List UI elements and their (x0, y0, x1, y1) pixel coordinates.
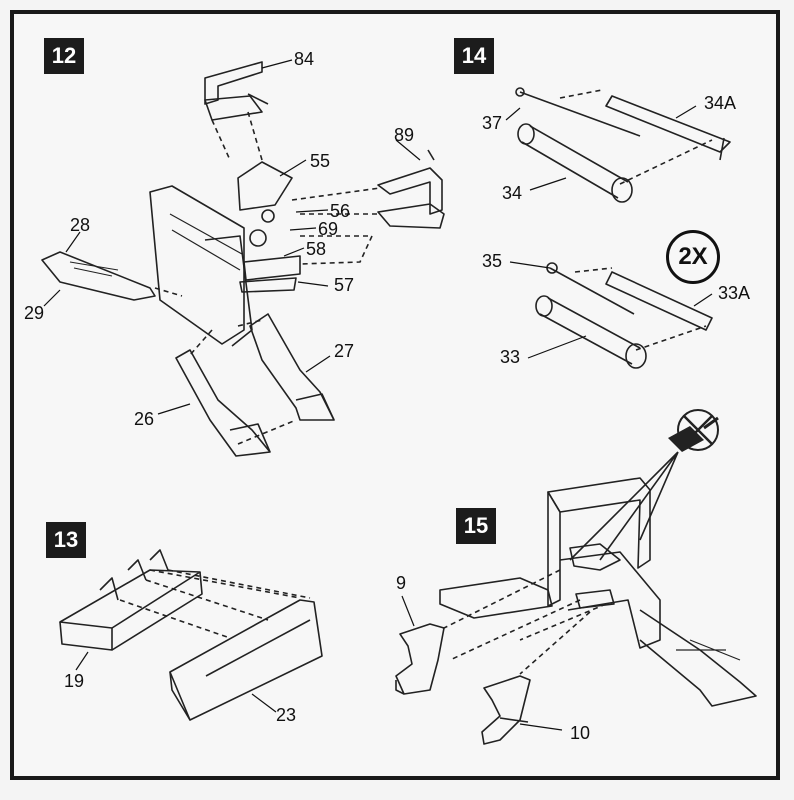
step13-drawing (59, 549, 323, 721)
leader-lines (43, 59, 713, 731)
part-number-label: 27 (334, 341, 355, 361)
part-number-label: 33A (718, 283, 751, 303)
step-number-badge: 12 (44, 38, 84, 74)
part-number-label: 9 (396, 573, 407, 593)
part-number-label: 29 (24, 303, 45, 323)
part-number-label: 69 (318, 219, 339, 239)
part-number-label: 89 (394, 125, 415, 145)
quantity-multiplier-badge: 2X (666, 230, 720, 284)
part-number-label: 19 (64, 671, 85, 691)
part-number-label: 37 (482, 113, 503, 133)
part-number-label: 10 (570, 723, 591, 743)
step-number-badge: 14 (454, 38, 494, 74)
step15-drawing (395, 451, 757, 745)
part-number-label: 57 (334, 275, 355, 295)
part-number-label: 55 (310, 151, 331, 171)
part-number-label: 34 (502, 183, 523, 203)
part-number-label: 34A (704, 93, 737, 113)
step14-drawing (515, 87, 731, 369)
no-glue-icon (668, 409, 719, 452)
part-number-label: 35 (482, 251, 503, 271)
step12-drawing (41, 61, 445, 457)
part-number-label: 56 (330, 201, 351, 221)
step-number-badge: 15 (456, 508, 496, 544)
part-number-label: 23 (276, 705, 297, 725)
instruction-page-frame (10, 10, 780, 780)
part-number-label: 26 (134, 409, 155, 429)
part-number-label: 58 (306, 239, 327, 259)
step-number-badge: 13 (46, 522, 86, 558)
part-number-label: 33 (500, 347, 521, 367)
part-number-label: 28 (70, 215, 91, 235)
part-number-label: 84 (294, 49, 315, 69)
